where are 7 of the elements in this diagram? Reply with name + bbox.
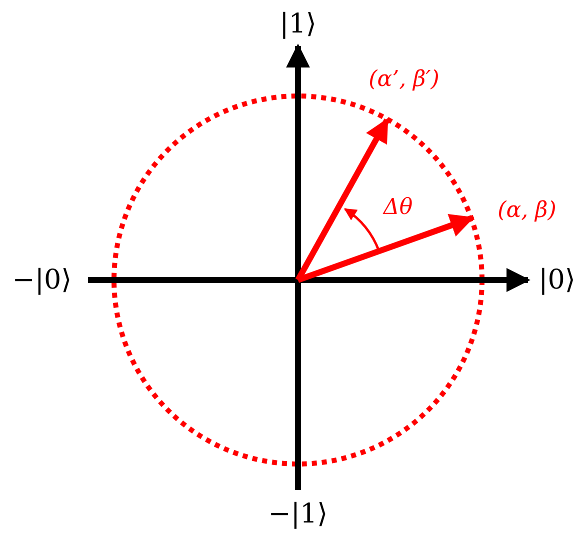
angle-label: Δθ: [383, 197, 413, 219]
axis-label: |0⟩: [538, 266, 576, 294]
axis-label: |1⟩: [280, 10, 316, 38]
vector-label: (α’, β′): [368, 69, 440, 91]
axis-label: −|1⟩: [268, 500, 328, 528]
vector-label: (α, β): [498, 200, 556, 222]
axis-label: −|0⟩: [12, 266, 72, 294]
